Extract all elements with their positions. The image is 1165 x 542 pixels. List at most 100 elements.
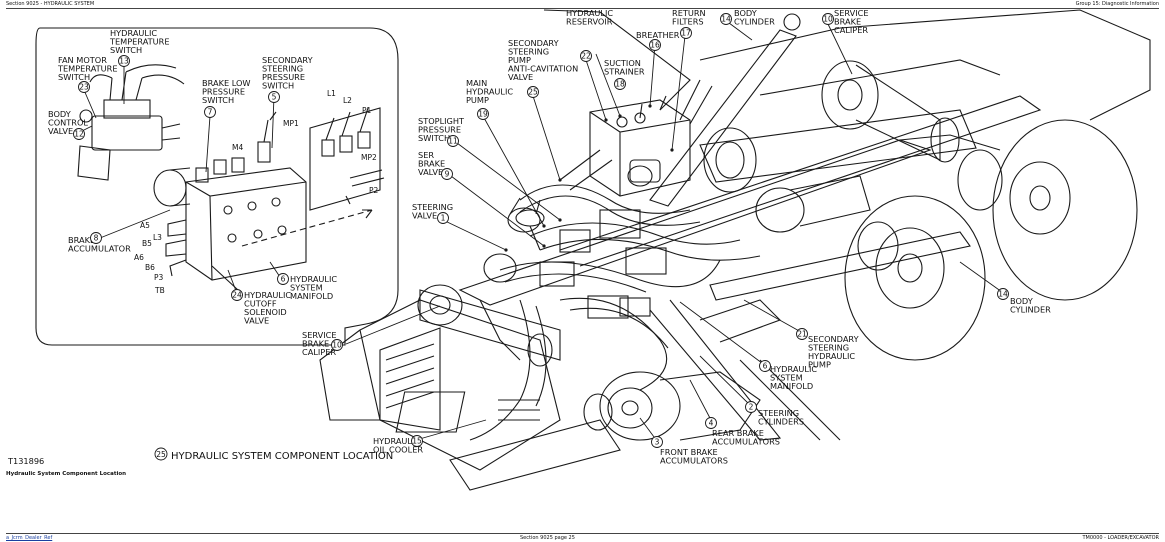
callout-number: 17 — [681, 29, 691, 38]
callout-number-circle — [441, 168, 453, 180]
callout-secondary-steering-pump-anticav: SECONDARYSTEERINGPUMPANTI-CAVITATIONVALV… — [508, 38, 578, 98]
callout-number: 11 — [448, 137, 458, 146]
body-control-valve-drawing — [77, 64, 185, 181]
callout-number-circle — [437, 212, 449, 224]
leader-dots — [504, 104, 674, 252]
body-cylinder-top-drawing — [649, 13, 801, 207]
callout-number: 7 — [208, 108, 213, 117]
footer-page: Section 9025 page 25 — [520, 535, 575, 541]
callout-label-line: STEERING — [262, 64, 303, 74]
callout-number: 3 — [655, 438, 660, 447]
callout-number-circle — [651, 436, 663, 448]
callout-label-line: SERVICE — [834, 8, 869, 18]
callout-label-line: MAIN — [466, 78, 487, 88]
callout-number-circle — [477, 108, 489, 120]
callout-label-line: CYLINDERS — [758, 417, 804, 427]
port-p1: P1 — [362, 106, 372, 115]
port-tb: TB — [154, 286, 165, 295]
callout-number: 21 — [797, 330, 807, 339]
callout-number-circle — [268, 91, 280, 103]
callout-label-line: HYDRAULIC — [373, 436, 420, 446]
port-mp1: MP1 — [283, 119, 299, 128]
header-section: Section 9025 - HYDRAULIC SYSTEM — [6, 1, 95, 7]
footer-link[interactable]: a_Jcrm_Dealer_Ref — [6, 535, 53, 541]
callout-label-line: PRESSURE — [418, 125, 461, 135]
callout-label-line: CONTROL — [48, 118, 88, 128]
callout-label-line: BRAKE LOW — [202, 78, 251, 88]
callout-label-line: BRAKE — [418, 159, 445, 169]
callout-label-line: SER — [418, 150, 434, 160]
callout-number: 14 — [721, 15, 731, 24]
port-m4: M4 — [232, 143, 243, 152]
callout-label-line: CALIPER — [302, 347, 336, 357]
callout-label-line: SUCTION — [604, 58, 641, 68]
callout-label-line: HYDRAULIC — [770, 364, 817, 374]
figure-caption: Hydraulic System Component Location — [6, 471, 127, 477]
callout-number: 16 — [650, 41, 660, 50]
port-b6: B6 — [145, 263, 155, 272]
callout-label-line: SECONDARY — [808, 334, 860, 344]
callout-label-line: SECONDARY — [262, 55, 314, 65]
callout-label-line: FRONT BRAKE — [660, 447, 718, 457]
callout-label-line: CYLINDER — [1010, 305, 1051, 315]
title-number: 25 — [156, 450, 166, 459]
callout-label-line: SWITCH — [58, 72, 90, 82]
callout-number: 1 — [441, 214, 446, 223]
callout-label-line: HYDRAULIC — [466, 87, 513, 97]
callout-label-line: BRAKE — [68, 235, 95, 245]
port-l2: L2 — [343, 96, 352, 105]
callout-label-line: BODY — [48, 109, 72, 119]
callout-label-line: SWITCH — [262, 81, 294, 91]
callout-number-circle — [118, 55, 130, 67]
callout-number-circle — [720, 13, 732, 25]
callout-label-line: VALVE — [48, 126, 73, 136]
callout-number: 10 — [332, 341, 342, 350]
callout-label-line: HYDRAULIC — [244, 290, 291, 300]
port-a5: A5 — [140, 221, 150, 230]
callout-label-line: STOPLIGHT — [418, 116, 465, 126]
callout-label-line: SWITCH — [202, 95, 234, 105]
rear-axle-drawing — [699, 60, 977, 193]
callout-number: 9 — [445, 170, 450, 179]
callout-number: 24 — [232, 291, 242, 300]
port-p3: P3 — [154, 273, 164, 282]
callout-label-line: BREATHER — [636, 30, 680, 40]
callout-number: 8 — [94, 234, 99, 243]
callout-label-line: SWITCH — [110, 45, 142, 55]
port-b5: B5 — [142, 239, 152, 248]
callout-label-line: STEERING — [508, 47, 549, 57]
pump-valve-hoses-drawing — [469, 79, 761, 441]
header-rule — [6, 8, 1159, 9]
callout-label-line: RESERVOIR — [566, 17, 613, 27]
footer-manual: TM0000 - LOADER/EXCAVATOR — [1082, 535, 1159, 541]
callout-label-line: HYDRAULIC — [566, 8, 613, 18]
callout-label-line: MANIFOLD — [290, 291, 333, 301]
callout-label-line: PRESSURE — [202, 87, 245, 97]
callout-label-line: BODY — [1010, 296, 1034, 306]
callout-label-line: STRAINER — [604, 67, 645, 77]
callout-number-circle — [759, 360, 771, 372]
callout-label-line: VALVE — [508, 72, 533, 82]
callout-number-circle — [796, 328, 808, 340]
port-mp2: MP2 — [361, 153, 377, 162]
callout-labels: FAN MOTORTEMPERATURESWITCH23HYDRAULICTEM… — [48, 8, 1051, 466]
callout-number-circle — [527, 86, 539, 98]
callout-number: 22 — [581, 52, 591, 61]
callout-label-line: PUMP — [466, 95, 489, 105]
header-group: Group 15: Diagnostic Information — [1075, 1, 1159, 7]
secondary-pump-drawing — [709, 175, 971, 301]
callout-label-line: SYSTEM — [770, 373, 803, 383]
callout-label-line: RETURN — [672, 8, 706, 18]
callout-label-line: ACCUMULATORS — [660, 456, 728, 466]
